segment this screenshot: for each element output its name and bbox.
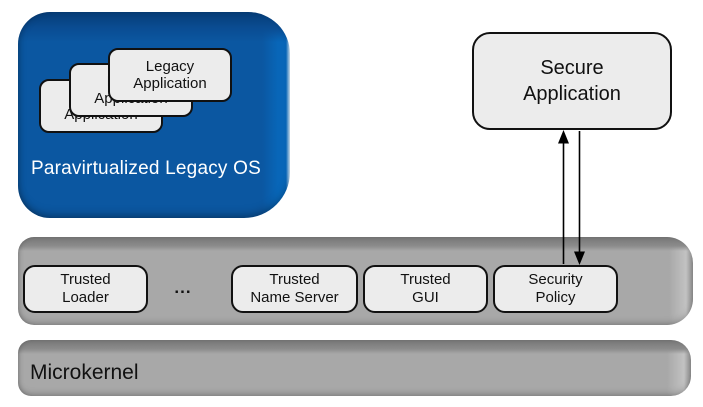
trusted-gui-box: Trusted GUI — [363, 265, 488, 313]
trusted-loader-label: Trusted Loader — [60, 271, 111, 306]
legacy-application-card-front: Legacy Application — [108, 48, 232, 102]
trusted-gui-label: Trusted GUI — [400, 271, 451, 306]
security-policy-label: Security Policy — [528, 271, 583, 306]
security-policy-box: Security Policy — [493, 265, 618, 313]
trusted-name-server-box: Trusted Name Server — [231, 265, 358, 313]
legacy-os-label: Paravirtualized Legacy OS — [31, 158, 261, 179]
trusted-loader-box: Trusted Loader — [23, 265, 148, 313]
legacy-application-label: Legacy Application — [133, 57, 207, 92]
microkernel-bar — [18, 340, 691, 396]
secure-application-label: Secure Application — [523, 57, 621, 105]
ellipsis-label: ... — [174, 278, 192, 297]
trusted-name-server-label: Trusted Name Server — [250, 271, 339, 306]
secure-application-box: Secure Application — [472, 32, 672, 130]
microkernel-label: Microkernel — [30, 361, 139, 384]
